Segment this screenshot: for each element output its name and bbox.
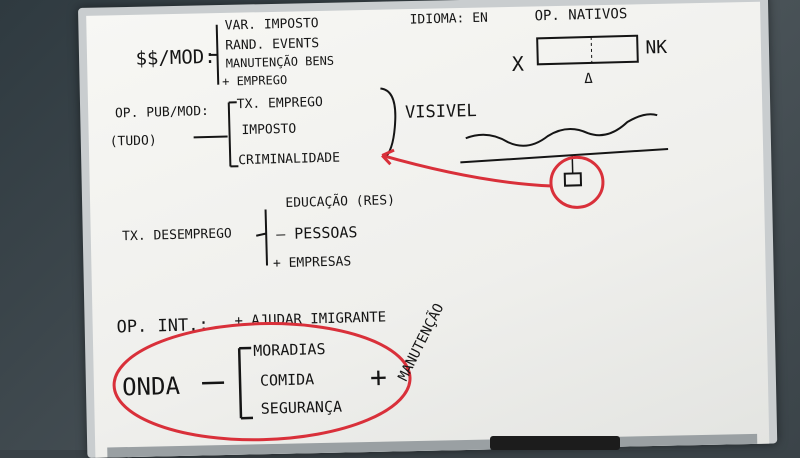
wave-item-1: MORADIAS <box>253 340 326 360</box>
slider-delta: Δ <box>584 71 593 87</box>
wave-sketch <box>465 114 658 147</box>
top-left-brace <box>209 25 219 85</box>
money-mod-heading: $$/MOD: <box>135 46 216 70</box>
unemployment-item-2: — PESSOAS <box>276 223 358 243</box>
wave-item-3: SEGURANÇA <box>261 398 343 418</box>
pub-mod-item-2: IMPOSTO <box>241 122 296 138</box>
pub-mod-item-1: TX. EMPREGO <box>237 95 324 112</box>
top-left-item-3: MANUTENÇÃO BENS <box>226 53 335 71</box>
wave-item-2: COMIDA <box>260 370 315 389</box>
wave-label: ONDA <box>122 372 181 402</box>
small-box-sketch <box>565 173 581 185</box>
unemployment-heading: TX. DESEMPREGO <box>122 226 232 244</box>
top-left-item-1: VAR. IMPOSTO <box>225 16 319 33</box>
plus-sign: + <box>370 360 388 393</box>
slider-sketch <box>537 36 638 65</box>
unemployment-brace <box>256 210 267 266</box>
pub-mod-sub: (TUDO) <box>110 133 157 149</box>
maintenance-label: MANUTENÇÃO <box>394 301 447 384</box>
red-arrow <box>382 151 552 190</box>
wave-brace <box>201 348 253 419</box>
unemployment-item-3: + EMPRESAS <box>273 254 352 271</box>
unemployment-item-1: EDUCAÇÃO (RES) <box>285 192 395 211</box>
pub-mod-item-3: CRIMINALIDADE <box>238 151 340 169</box>
visible-brace <box>380 88 396 158</box>
slider-x-mark: X <box>512 52 525 76</box>
top-left-item-4: + EMPREGO <box>222 73 287 89</box>
language-note: IDIOMA: EN <box>409 11 488 28</box>
red-circle-box <box>550 157 603 208</box>
natives-heading: OP. NATIVOS <box>534 6 627 24</box>
op-int-heading: OP. INT.: <box>116 315 209 337</box>
pub-mod-heading: OP. PUB/MOD: <box>115 104 209 121</box>
visible-label: VISIVEL <box>405 101 477 123</box>
top-left-item-2: RAND. EVENTS <box>225 36 319 53</box>
nk-label: NK <box>645 37 667 59</box>
